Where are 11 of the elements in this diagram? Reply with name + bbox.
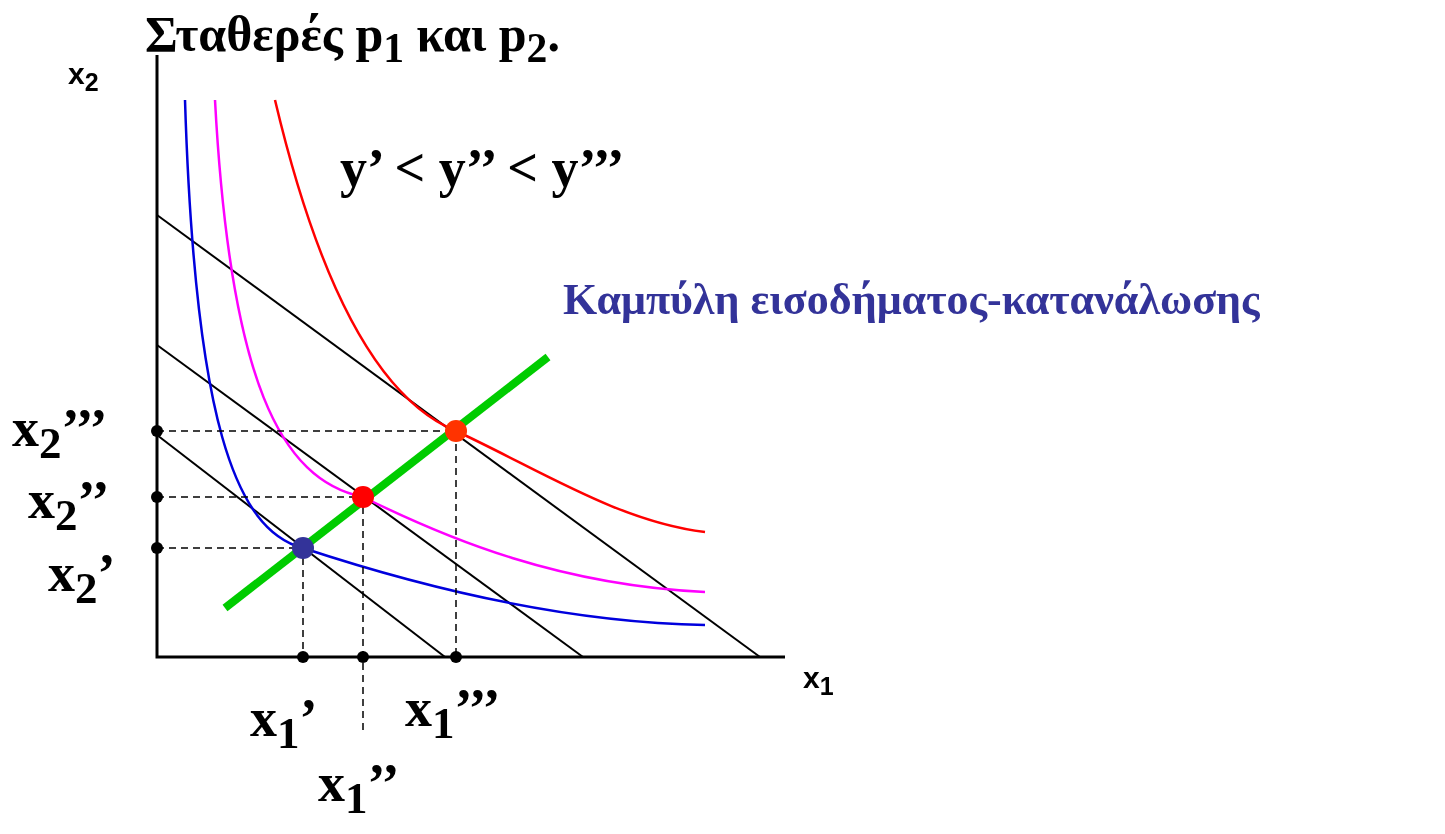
- axis-value-label: x$_{2}$’’’: [12, 400, 108, 468]
- axis-label: x$_{1}$: [803, 662, 834, 700]
- title: Σταθερές p$_{1}$ και p$_{2}$.: [145, 8, 560, 71]
- axis-label: x$_{2}$: [68, 58, 99, 96]
- axis-value-label: x$_{1}$’’: [318, 755, 400, 823]
- curve-label: Καμπύλη εισοδήματος-κατανάλωσης: [563, 274, 1261, 326]
- axis-value-label: x$_{2}$’’: [28, 472, 110, 540]
- axis-value-label: x$_{1}$’: [250, 690, 318, 758]
- note: y’ < y’’ < y’’’: [340, 140, 625, 197]
- axis-value-label: x$_{1}$’’’: [405, 680, 501, 748]
- axis-value-label: x$_{2}$’: [48, 545, 116, 613]
